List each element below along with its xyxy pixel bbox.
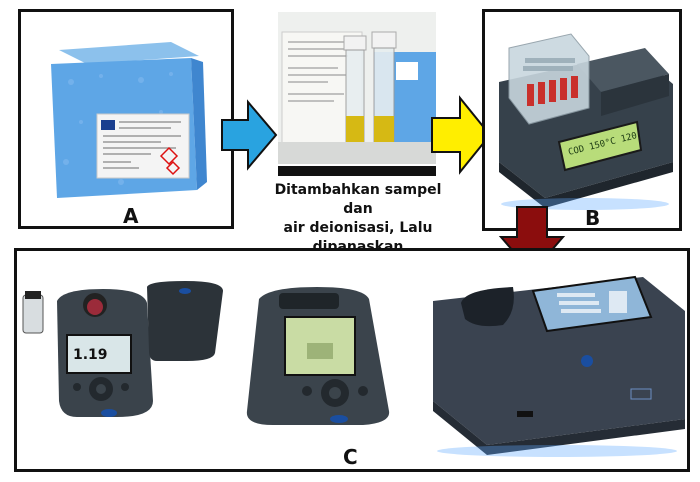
arrow-right-icon — [431, 95, 492, 175]
cod-reactor-image: COD 150°C 120 — [485, 12, 679, 228]
step-photo — [278, 12, 436, 164]
panel-b-label: B — [585, 206, 601, 230]
arrow-right-icon — [221, 99, 278, 171]
benchtop-spectrophotometer — [433, 275, 685, 457]
step-caption-line-1: Ditambahkan sampel dan — [274, 182, 442, 217]
step-black-bar — [278, 166, 436, 176]
panel-a: A — [18, 9, 234, 229]
handheld-colorimeter: 1.19 — [22, 281, 223, 417]
panel-a-label: A — [123, 204, 139, 228]
reagent-box-image — [21, 12, 231, 226]
spectrophotometers-image: 1.19 — [17, 251, 687, 469]
portable-spectrophotometer — [246, 287, 390, 425]
handheld-display-text: 1.19 — [73, 347, 108, 363]
panel-c-label: C — [343, 445, 358, 469]
step-caption: Ditambahkan sampel dan air deionisasi, L… — [258, 181, 458, 257]
panel-c: 1.19 — [14, 248, 690, 472]
step-caption-line-2: air deionisasi, Lalu — [283, 220, 433, 236]
panel-b: COD 150°C 120 B — [482, 9, 682, 231]
